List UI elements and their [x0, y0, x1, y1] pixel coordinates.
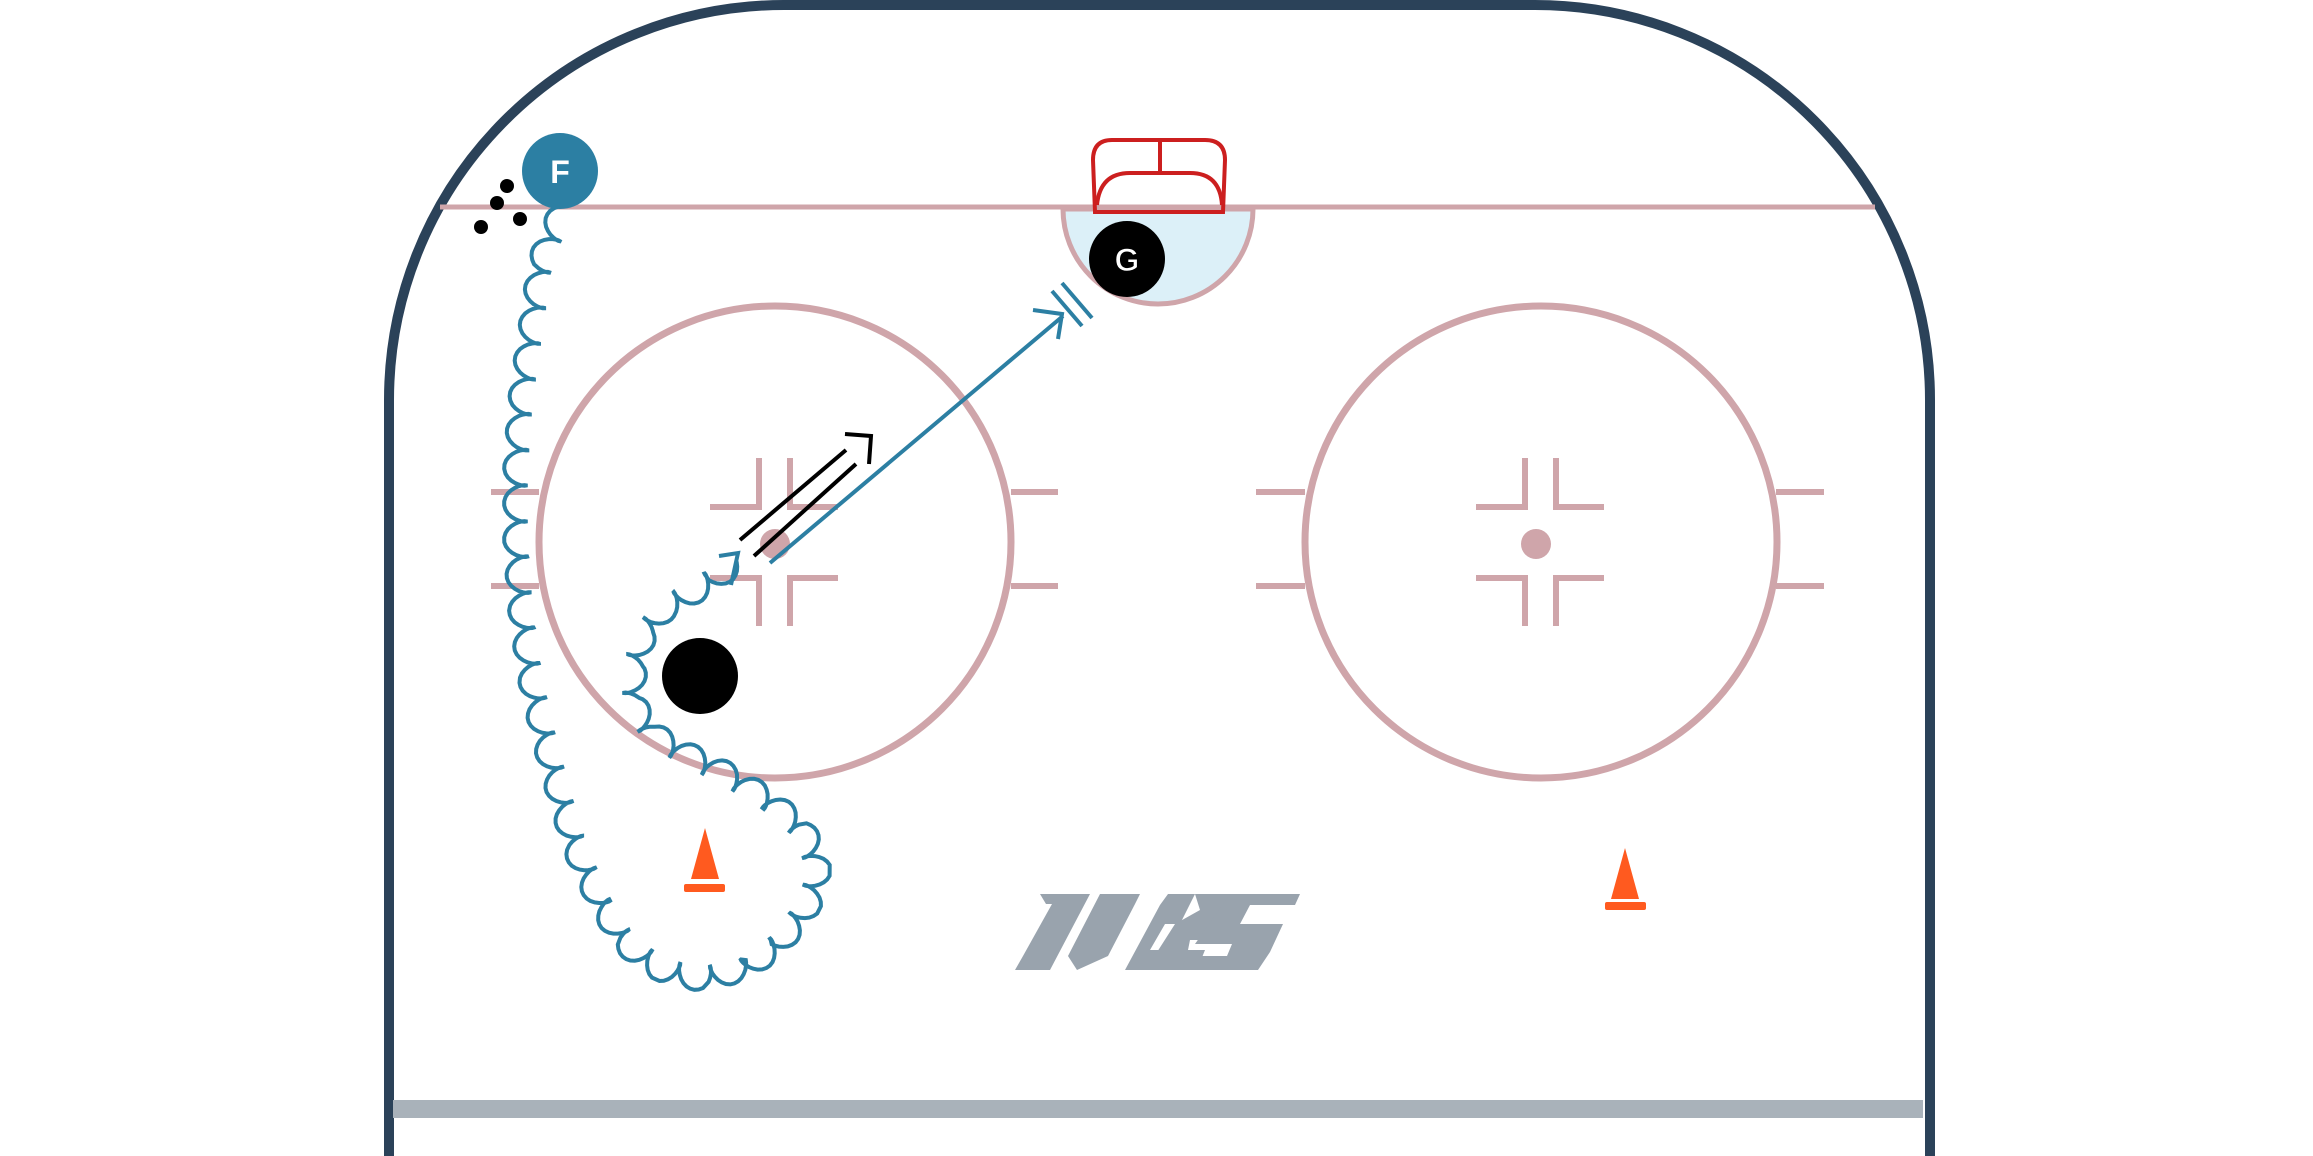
ihs-logo — [1015, 894, 1300, 970]
skating-path — [502, 203, 832, 992]
player-forward-label: F — [550, 154, 570, 190]
player-goalie-label: G — [1115, 242, 1140, 278]
goal-net-icon — [1090, 138, 1228, 214]
faceoff-circle-left — [491, 302, 1058, 782]
rink-boards — [384, 0, 1935, 1156]
shot-target-mark — [1050, 289, 1084, 328]
shot-arrowhead — [1032, 308, 1065, 340]
shot-target-mark — [1060, 281, 1094, 320]
player-forward[interactable]: F — [522, 133, 598, 209]
pass-arrow — [738, 432, 874, 558]
player-goalie[interactable]: G — [1089, 221, 1165, 297]
skate-path-arrowhead — [718, 550, 741, 586]
cone-icon — [684, 828, 725, 892]
faceoff-circle-right — [1256, 302, 1824, 782]
pucks-icon — [474, 179, 527, 234]
shot-line — [768, 314, 1065, 565]
blue-line — [393, 1100, 1923, 1118]
puck-icon — [662, 638, 738, 714]
cone-icon — [1605, 848, 1646, 910]
